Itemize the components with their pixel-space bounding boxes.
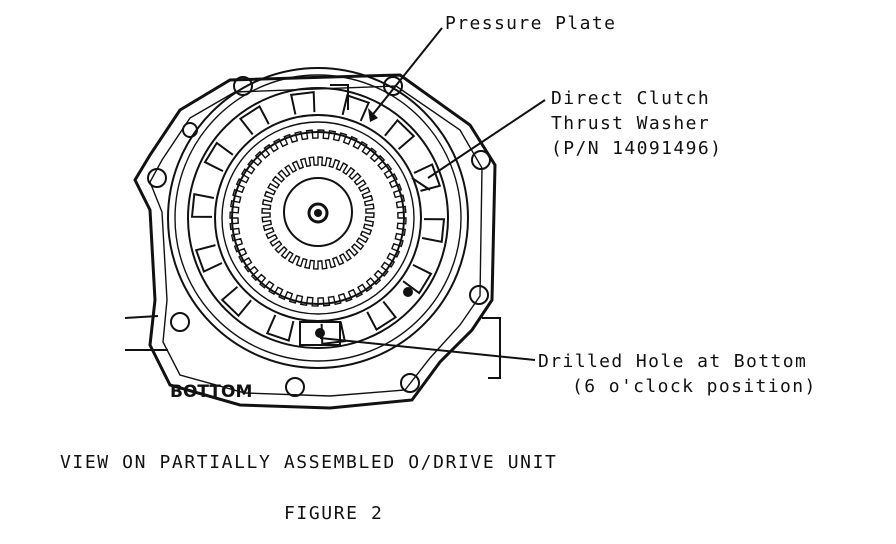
thrust-washer-part-number: (P/N 14091496) xyxy=(551,138,722,159)
hub xyxy=(283,177,353,247)
pressure-plate-label: Pressure Plate xyxy=(445,13,616,34)
bottom-orientation-label: BOTTOM xyxy=(170,382,252,402)
thrust-washer-label-line1: Direct Clutch xyxy=(551,88,710,109)
inner-spline-ring xyxy=(261,156,375,270)
pressure-plate-lugs xyxy=(190,90,446,346)
drilled-hole-label-line1: Drilled Hole at Bottom xyxy=(538,351,807,372)
thrust-washer-teeth xyxy=(229,129,407,307)
clutch-pack xyxy=(214,114,422,322)
leader-lines xyxy=(319,27,546,361)
housing-outline xyxy=(124,73,501,410)
figure-caption: VIEW ON PARTIALLY ASSEMBLED O/DRIVE UNIT xyxy=(60,452,557,473)
drilled-hole-label-line2: (6 o'clock position) xyxy=(572,376,817,397)
figure-number: FIGURE 2 xyxy=(284,503,384,524)
thrust-washer-label-line2: Thrust Washer xyxy=(551,113,710,134)
outer-rings xyxy=(167,67,469,369)
